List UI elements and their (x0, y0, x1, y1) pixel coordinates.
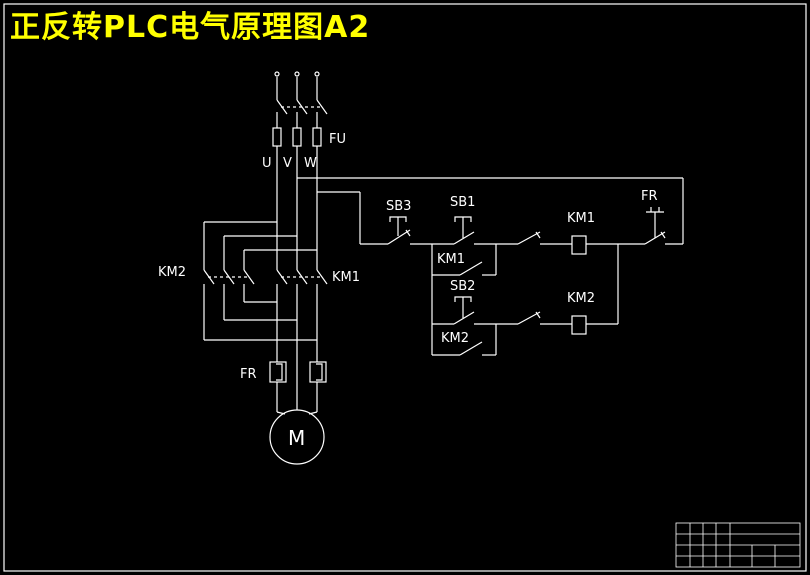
label-fu: FU (329, 132, 346, 147)
title-block (675, 522, 801, 568)
km1-coil (571, 235, 645, 255)
fr-control-contact (644, 207, 683, 245)
label-fr-main: FR (240, 367, 257, 382)
label-km1-main: KM1 (332, 270, 360, 285)
km1-aux-contact (431, 244, 497, 276)
km2-main-contacts (203, 269, 317, 341)
qs-main-switch (276, 99, 328, 128)
km2-aux-contact (431, 324, 497, 356)
label-sb1: SB1 (450, 195, 475, 210)
label-km2-aux: KM2 (441, 331, 469, 346)
label-fr-control: FR (641, 189, 658, 204)
drawing-title: 正反转PLC电气原理图A2 (10, 10, 371, 45)
label-km2-coil: KM2 (567, 291, 595, 306)
label-km1-aux: KM1 (437, 252, 465, 267)
km2-cross-wiring (203, 221, 317, 270)
drawing-border (3, 3, 807, 572)
label-sb2: SB2 (450, 279, 475, 294)
motor (269, 409, 325, 465)
sb2-reverse-button (432, 296, 518, 325)
km2-coil (571, 315, 587, 335)
sb3-stop-button (387, 216, 432, 245)
control-supply-wiring (297, 177, 684, 245)
label-phase-w: W (304, 156, 317, 171)
label-motor: M (288, 426, 305, 450)
label-phase-v: V (283, 156, 292, 171)
sb1-start-button (432, 216, 518, 245)
reverse-branch-wiring (431, 244, 619, 325)
km1-main-contacts (276, 269, 328, 362)
label-phase-u: U (262, 156, 272, 171)
label-km1-coil: KM1 (567, 211, 595, 226)
km1-interlock-contact (517, 311, 572, 325)
phase-buses (276, 168, 318, 270)
label-km2-main: KM2 (158, 265, 186, 280)
label-sb3: SB3 (386, 199, 411, 214)
fr-thermal-elements (269, 361, 327, 412)
km2-interlock-contact (517, 231, 572, 245)
power-supply-terminals (274, 71, 320, 100)
fu-fuses (272, 127, 322, 168)
